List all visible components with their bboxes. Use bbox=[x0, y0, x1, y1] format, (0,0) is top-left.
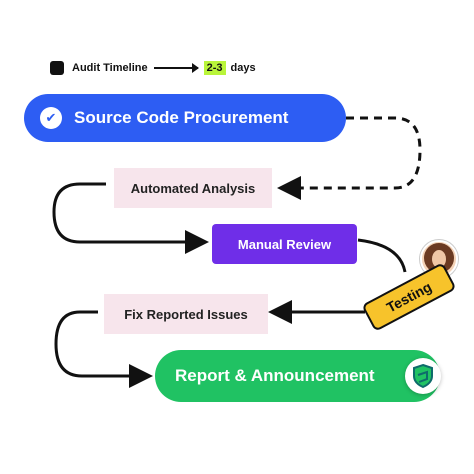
shield-icon bbox=[405, 358, 441, 394]
step-report-announcement: Report & Announcement bbox=[155, 350, 440, 402]
legend: Audit Timeline 2-3 days bbox=[50, 58, 256, 78]
step-manual-review: Manual Review bbox=[212, 224, 357, 264]
step-source-code-procurement: ✔ Source Code Procurement bbox=[24, 94, 346, 142]
check-icon: ✔ bbox=[40, 107, 62, 129]
step-label: Manual Review bbox=[237, 236, 332, 252]
step-label: Source Code Procurement bbox=[74, 108, 289, 127]
step-label: Fix Reported Issues bbox=[124, 306, 248, 322]
step-automated-analysis: Automated Analysis bbox=[114, 168, 272, 208]
legend-square-icon bbox=[50, 61, 64, 75]
step-fix-reported-issues: Fix Reported Issues bbox=[104, 294, 268, 334]
step-label: Automated Analysis bbox=[130, 180, 256, 196]
duration-unit: days bbox=[230, 62, 256, 74]
legend-arrow-icon bbox=[153, 63, 199, 73]
step-label: Report & Announcement bbox=[175, 366, 375, 385]
legend-label: Audit Timeline bbox=[72, 62, 148, 74]
duration-badge: 2-3 bbox=[203, 61, 226, 75]
